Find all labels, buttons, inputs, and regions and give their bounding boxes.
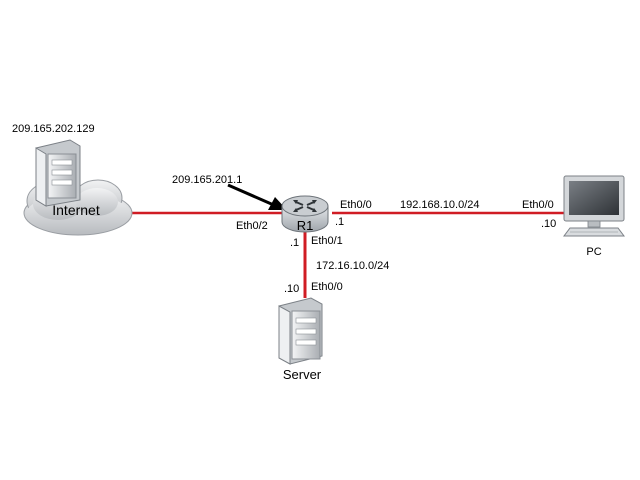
monitor-icon <box>563 175 625 237</box>
server-icon <box>278 297 323 365</box>
server-eth00-label: Eth0/0 <box>311 281 343 293</box>
pc-network-label: 192.168.10.0/24 <box>400 199 480 211</box>
internet-ip-label: 209.165.202.129 <box>12 123 95 135</box>
server-network-label: 172.16.10.0/24 <box>316 260 389 272</box>
pc-host-label: .10 <box>541 218 556 230</box>
internet-server-box <box>35 139 81 207</box>
router-icon <box>281 195 329 233</box>
server-in-cloud-icon <box>23 139 133 236</box>
pc-eth00-label: Eth0/0 <box>522 199 554 211</box>
r1-eth02-label: Eth0/2 <box>236 220 268 232</box>
router-annotation-label: 209.165.201.1 <box>172 174 242 186</box>
r1-eth01-label: Eth0/1 <box>311 235 343 247</box>
router-name-label: R1 <box>297 218 314 233</box>
internet-label: Internet <box>52 202 100 218</box>
pc-label: PC <box>586 246 601 258</box>
r1-eth00-label: Eth0/0 <box>340 199 372 211</box>
r1-server-host-label: .1 <box>290 237 299 249</box>
annotation-arrow <box>227 183 287 210</box>
r1-pc-host-label: .1 <box>335 216 344 228</box>
server-label: Server <box>283 367 322 382</box>
server-host-label: .10 <box>284 283 299 295</box>
